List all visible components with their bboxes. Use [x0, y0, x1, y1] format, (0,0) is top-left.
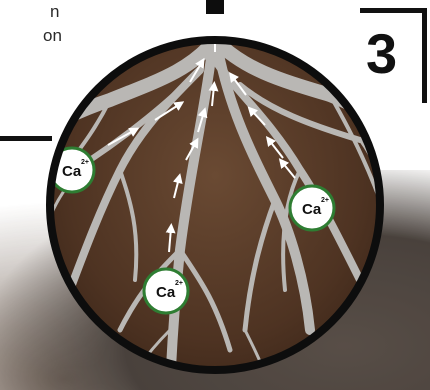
ion-symbol: Ca	[302, 201, 322, 218]
lens-handle	[206, 0, 224, 14]
calcium-ion-right: Ca 2+	[290, 186, 334, 230]
root-magnifier: Ca 2+ Ca 2+ Ca 2+	[40, 0, 390, 390]
ion-charge: 2+	[321, 197, 329, 204]
ion-charge: 2+	[81, 159, 89, 166]
ion-symbol: Ca	[156, 284, 176, 301]
calcium-ion-bottom: Ca 2+	[144, 269, 188, 313]
ion-symbol: Ca	[62, 163, 82, 180]
ion-charge: 2+	[175, 280, 183, 287]
